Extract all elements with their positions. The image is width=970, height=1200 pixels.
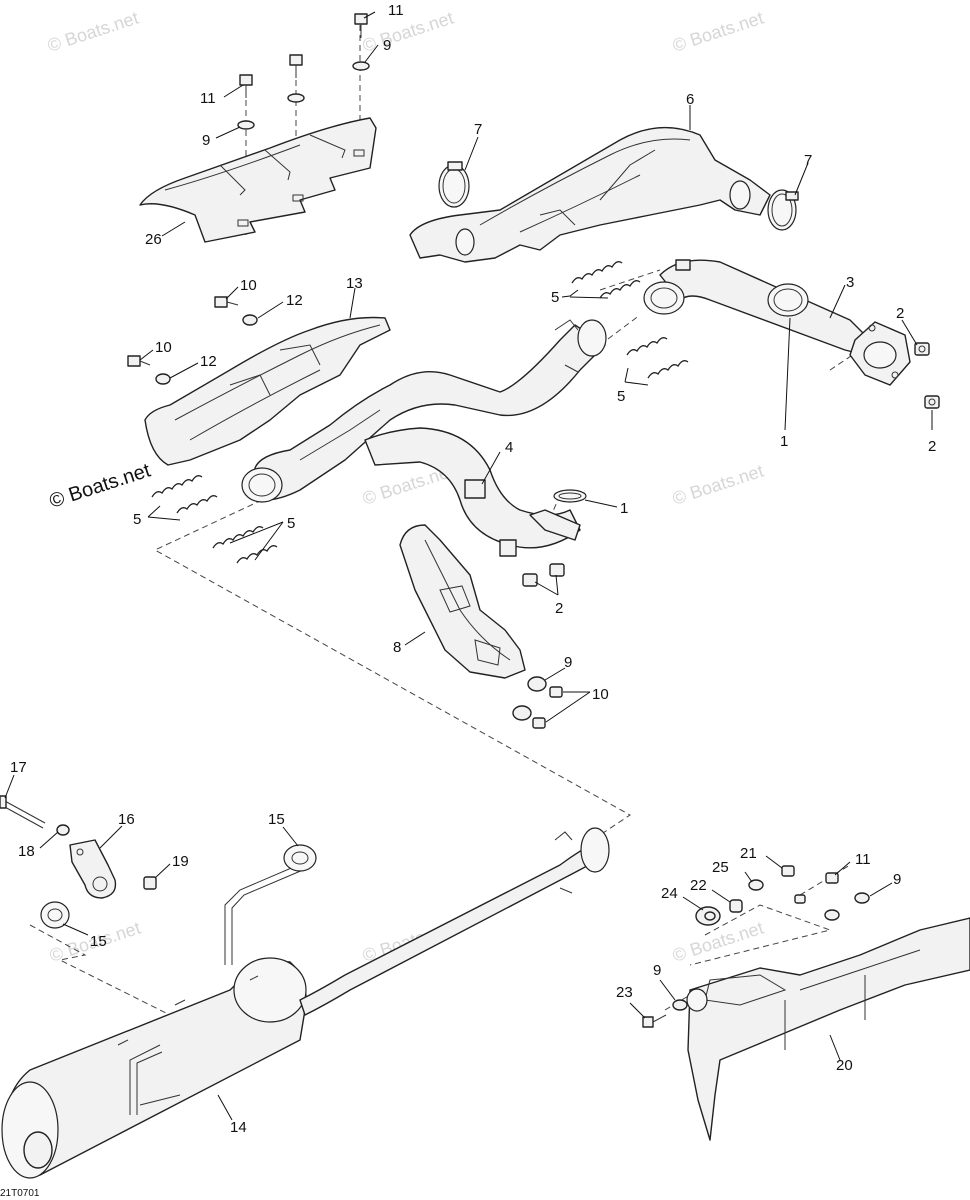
grommet-24-hole xyxy=(704,911,716,921)
watermark: © Boats.net xyxy=(45,8,141,56)
watermark: © Boats.net xyxy=(670,461,766,509)
callout-21: 21 xyxy=(740,845,757,862)
washer-9-rear-b xyxy=(824,909,840,921)
leader-lines xyxy=(4,11,933,1121)
callout-5: 5 xyxy=(617,388,625,405)
callout-2: 2 xyxy=(555,600,563,617)
nut-2-lower-right xyxy=(924,395,940,409)
gasket-1-right xyxy=(767,283,809,317)
callout-9: 9 xyxy=(383,37,391,54)
heat-shield-20 xyxy=(686,917,970,1141)
callout-11: 11 xyxy=(855,851,871,868)
callout-1: 1 xyxy=(620,500,628,517)
callout-10: 10 xyxy=(592,686,609,703)
watermark: © Boats.net xyxy=(670,918,766,966)
gasket-1-mid xyxy=(553,489,587,503)
bolt-11-rear xyxy=(825,872,839,884)
callout-12: 12 xyxy=(286,292,303,309)
washer-12-a xyxy=(242,314,258,326)
callout-24: 24 xyxy=(661,885,678,902)
callout-3: 3 xyxy=(846,274,854,291)
callout-2: 2 xyxy=(896,305,904,322)
callout-5: 5 xyxy=(287,515,295,532)
callout-11: 11 xyxy=(388,2,404,19)
diagram-code: 21T0701 xyxy=(0,1188,40,1199)
callout-5: 5 xyxy=(551,289,559,306)
mid-pipe-assembly xyxy=(241,319,607,557)
callout-25: 25 xyxy=(712,859,729,876)
callout-10: 10 xyxy=(240,277,257,294)
callout-numbers: 11 9 11 9 26 7 6 7 10 12 13 10 12 3 2 2 … xyxy=(10,2,936,1136)
callout-22: 22 xyxy=(690,877,707,894)
callout-23: 23 xyxy=(616,984,633,1001)
nut-10-mid xyxy=(532,686,563,729)
callout-10: 10 xyxy=(155,339,172,356)
clamp-7-left xyxy=(438,161,470,208)
washer-9-rear xyxy=(854,892,870,904)
watermark: © Boats.net xyxy=(670,8,766,56)
muffler-14 xyxy=(1,827,610,1179)
callout-4: 4 xyxy=(505,439,513,456)
callout-6: 6 xyxy=(686,91,694,108)
bolt-10-a xyxy=(214,296,239,308)
callout-9: 9 xyxy=(202,132,210,149)
spacer-22 xyxy=(729,899,743,913)
bolt-11-top xyxy=(354,13,368,38)
bolt-mid xyxy=(289,54,303,78)
bracket-16 xyxy=(69,839,117,899)
callout-15: 15 xyxy=(90,933,107,950)
washer-9-top xyxy=(352,61,370,71)
bolt-23 xyxy=(642,1014,667,1028)
rubber-mount-15-lower xyxy=(40,901,70,929)
nut-19 xyxy=(143,876,157,890)
callout-16: 16 xyxy=(118,811,135,828)
heat-shield-13 xyxy=(144,316,391,466)
rubber-mount-15-upper xyxy=(283,844,317,872)
callout-17: 17 xyxy=(10,759,27,776)
clamp-7-right xyxy=(767,189,799,231)
callout-1: 1 xyxy=(780,433,788,450)
nut-2-mid xyxy=(522,563,565,587)
watermark: © Boats.net xyxy=(360,8,456,56)
washer-9-rear-c xyxy=(672,999,688,1011)
callout-8: 8 xyxy=(393,639,401,656)
callout-9: 9 xyxy=(893,871,901,888)
washer-9-mid-b xyxy=(512,705,532,721)
bolt-17 xyxy=(0,795,46,829)
callout-12: 12 xyxy=(200,353,217,370)
callout-13: 13 xyxy=(346,275,363,292)
heat-shield-6 xyxy=(409,126,771,263)
nut-2-upper-right xyxy=(914,342,930,356)
callout-7: 7 xyxy=(474,121,482,138)
bolt-rear-b xyxy=(794,894,806,904)
callout-7: 7 xyxy=(804,152,812,169)
watermark-bold: © Boats.net xyxy=(47,459,154,512)
callout-26: 26 xyxy=(145,231,162,248)
callout-19: 19 xyxy=(172,853,189,870)
washer-25 xyxy=(748,879,764,891)
washer-9-left xyxy=(237,120,255,130)
callout-5: 5 xyxy=(133,511,141,528)
washer-12-b xyxy=(155,373,171,385)
bolt-11-left xyxy=(239,74,253,98)
callout-11: 11 xyxy=(200,90,216,107)
callout-15: 15 xyxy=(268,811,285,828)
nut-21 xyxy=(781,865,795,877)
callout-14: 14 xyxy=(230,1119,247,1136)
callout-9: 9 xyxy=(653,962,661,979)
washer-9-mid xyxy=(527,676,547,692)
heat-shield-26 xyxy=(139,117,377,243)
exhaust-pipe-3 xyxy=(643,259,911,386)
washer-mid xyxy=(287,93,305,103)
callout-2: 2 xyxy=(928,438,936,455)
callout-18: 18 xyxy=(18,843,35,860)
callout-9: 9 xyxy=(564,654,572,671)
bolt-10-b xyxy=(127,355,151,367)
heat-shield-8 xyxy=(399,524,526,679)
springs-5 xyxy=(151,261,689,564)
callout-20: 20 xyxy=(836,1057,853,1074)
washer-18 xyxy=(56,824,70,836)
